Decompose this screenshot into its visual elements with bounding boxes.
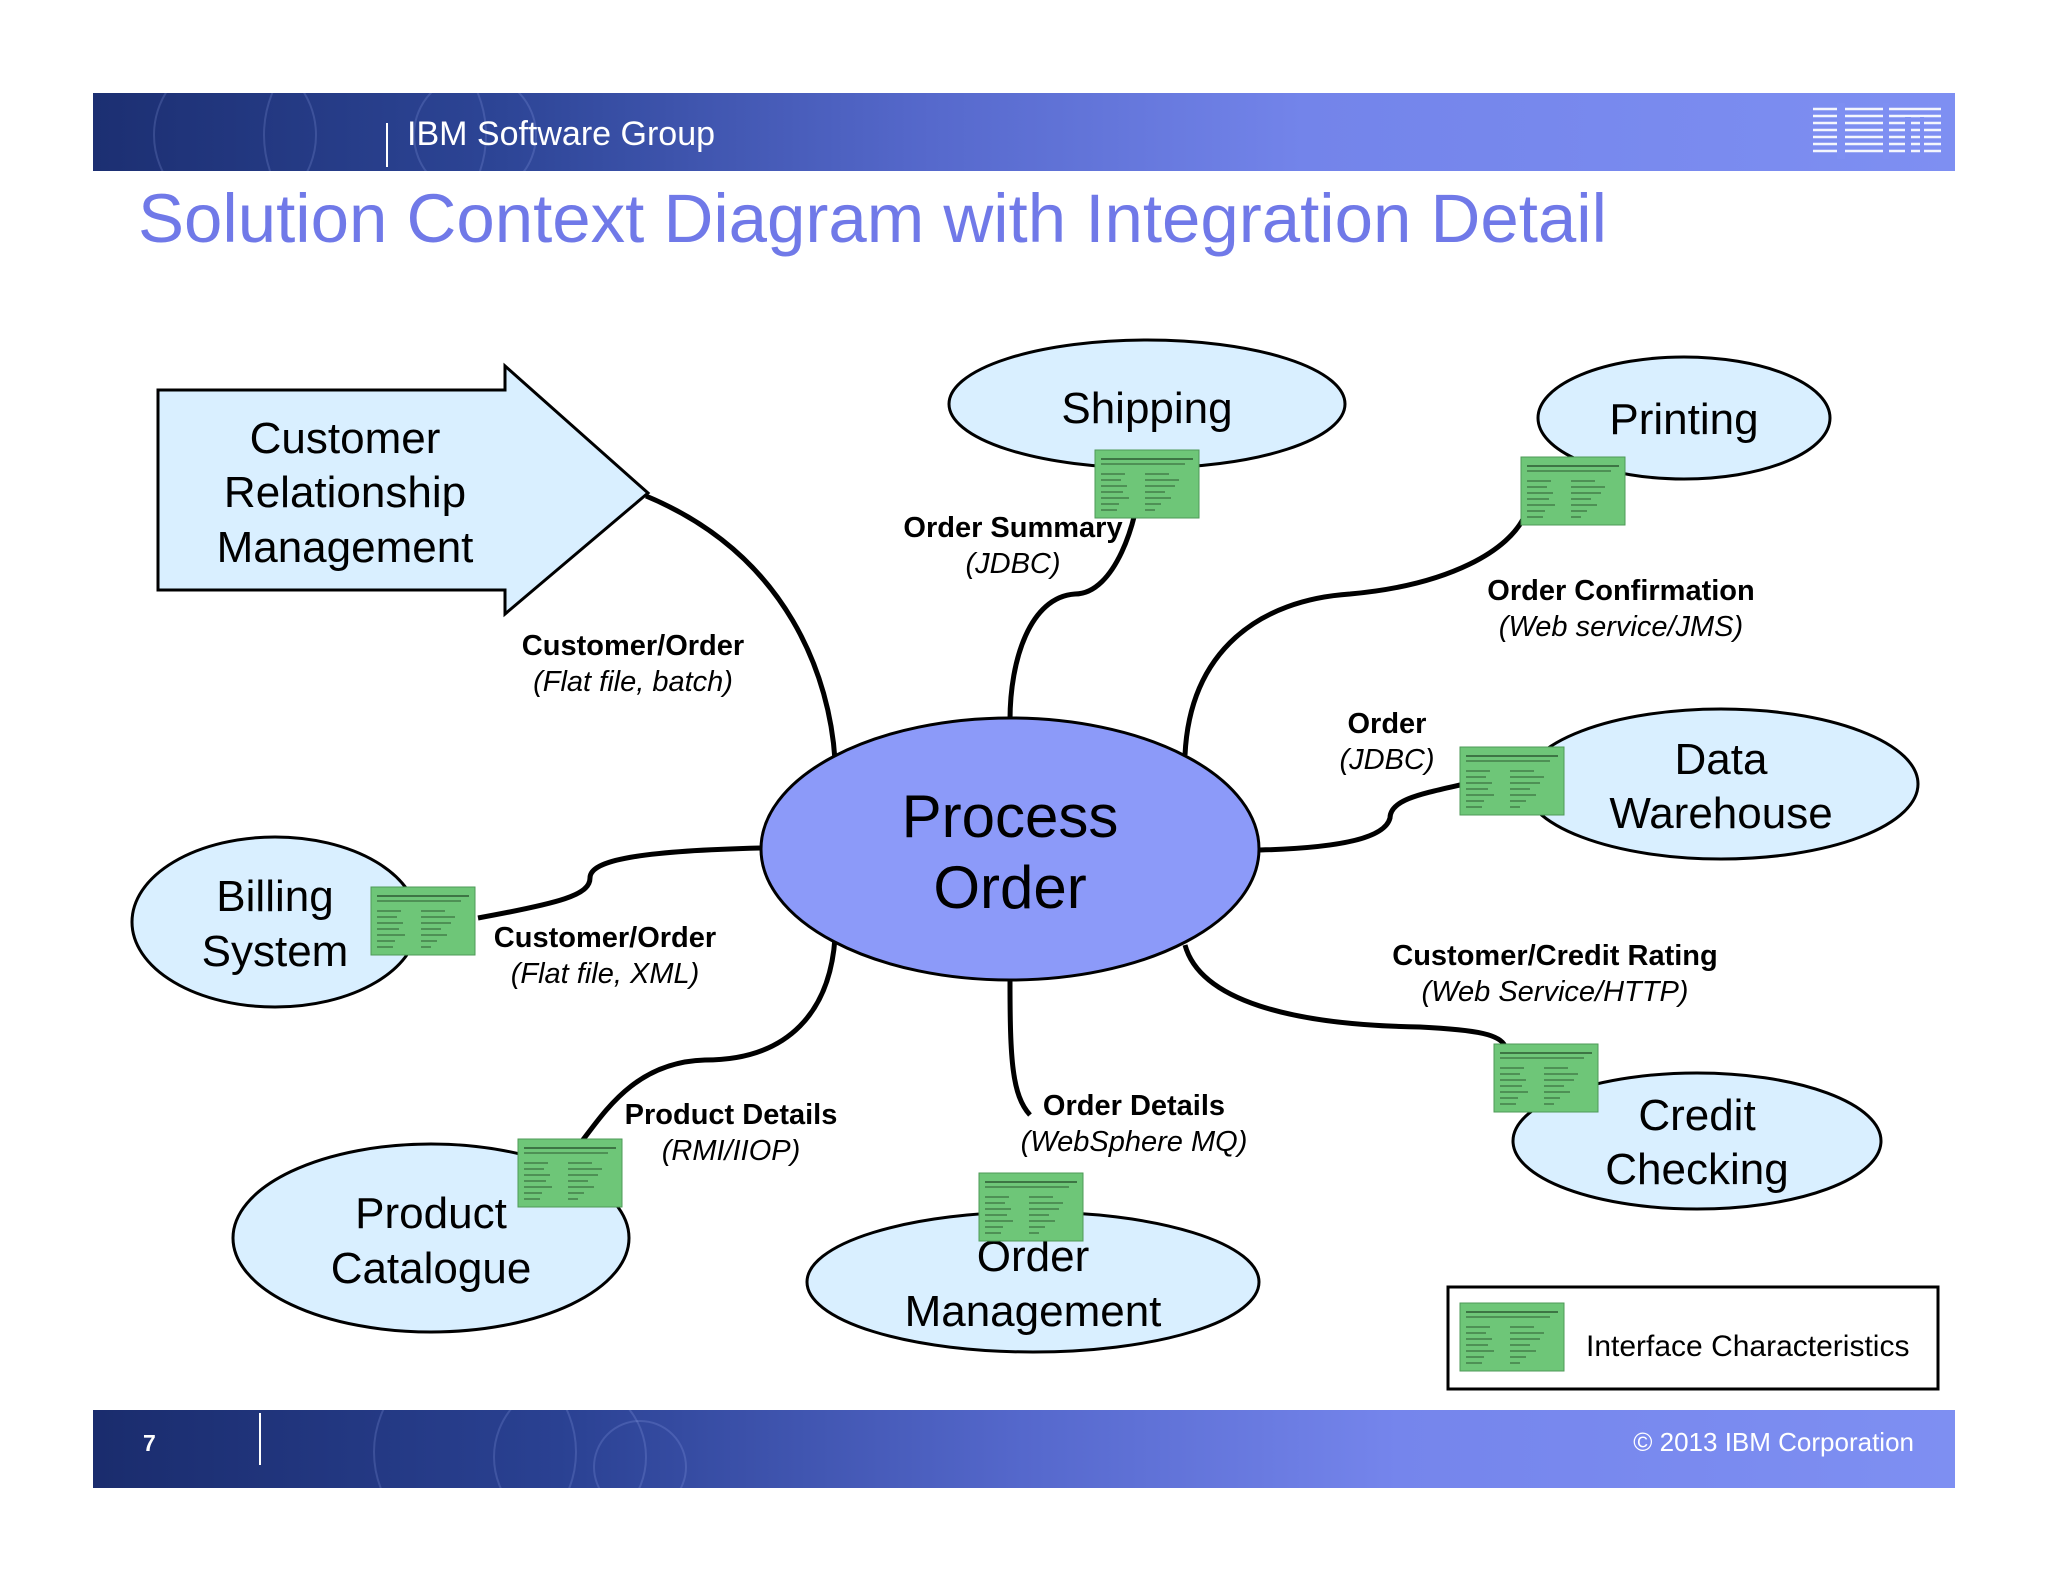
- footer-divider: [259, 1413, 261, 1465]
- node-data-warehouse-line2: Warehouse: [1609, 789, 1832, 838]
- node-printing-label: Printing: [1609, 395, 1758, 444]
- node-process-order: [759, 716, 1261, 982]
- header-divider: [386, 123, 388, 167]
- interface-card-shipping: [1094, 449, 1200, 519]
- connector-crm: [645, 493, 838, 761]
- conn-printing-name: Order Confirmation: [1487, 575, 1754, 607]
- conn-product-name: Product Details: [625, 1099, 838, 1131]
- conn-data-warehouse-protocol: (JDBC): [1339, 744, 1434, 776]
- conn-billing-name: Customer/Order: [494, 922, 716, 954]
- footer-bar: 7 © 2013 IBM Corporation: [93, 1410, 1955, 1488]
- conn-shipping-protocol: (JDBC): [965, 548, 1060, 580]
- crm-label-line2: Relationship: [224, 468, 466, 517]
- crm-arrow: [156, 362, 651, 618]
- node-product-catalogue-line2: Catalogue: [331, 1244, 532, 1293]
- node-shipping-label: Shipping: [1061, 384, 1232, 433]
- connector-data-warehouse: [1259, 782, 1461, 853]
- node-printing: [1536, 355, 1832, 481]
- connector-credit: [1182, 944, 1508, 1048]
- connector-printing: [1182, 513, 1528, 756]
- interface-card-order-mgmt: [978, 1172, 1084, 1242]
- legend-label: Interface Characteristics: [1586, 1330, 1909, 1363]
- interface-card-billing: [370, 886, 476, 956]
- node-credit-checking-line1: Credit: [1638, 1091, 1755, 1140]
- interface-card-product: [517, 1138, 623, 1208]
- conn-billing-protocol: (Flat file, XML): [511, 958, 700, 990]
- conn-shipping-name: Order Summary: [903, 512, 1122, 544]
- conn-crm-protocol: (Flat file, batch): [533, 666, 733, 698]
- center-label-line1: Process: [902, 783, 1119, 850]
- page-title: Solution Context Diagram with Integratio…: [138, 180, 1607, 257]
- copyright: © 2013 IBM Corporation: [1633, 1427, 1914, 1457]
- connector-order-mgmt: [1007, 979, 1032, 1117]
- header-bar: IBM Software Group: [93, 93, 1955, 171]
- center-label-line2: Order: [933, 854, 1086, 921]
- connector-product: [573, 937, 838, 1152]
- node-data-warehouse-line1: Data: [1675, 735, 1768, 784]
- interface-card-printing: [1520, 456, 1626, 526]
- conn-order-mgmt-protocol: (WebSphere MQ): [1021, 1126, 1248, 1158]
- conn-crm-name: Customer/Order: [522, 630, 744, 662]
- header-group-name: IBM Software Group: [407, 115, 716, 153]
- ibm-logo: [1813, 103, 1941, 159]
- node-credit-checking: [1511, 1071, 1883, 1211]
- conn-product-protocol: (RMI/IIOP): [662, 1135, 801, 1167]
- connector-billing: [477, 845, 761, 921]
- conn-data-warehouse-name: Order: [1348, 708, 1427, 740]
- conn-order-mgmt-name: Order Details: [1043, 1090, 1225, 1122]
- node-product-catalogue-line1: Product: [355, 1189, 507, 1238]
- node-order-management-line2: Management: [905, 1287, 1162, 1336]
- conn-credit-protocol: (Web Service/HTTP): [1422, 976, 1689, 1008]
- connector-shipping: [1007, 479, 1143, 721]
- node-billing-line1: Billing: [216, 872, 333, 921]
- legend-interface-card: [1459, 1302, 1565, 1372]
- node-credit-checking-line2: Checking: [1605, 1145, 1788, 1194]
- page-number: 7: [143, 1430, 156, 1456]
- crm-label-line3: Management: [217, 523, 474, 572]
- conn-credit-name: Customer/Credit Rating: [1392, 940, 1717, 972]
- node-billing-line2: System: [202, 927, 349, 976]
- interface-card-data-warehouse: [1459, 746, 1565, 816]
- crm-label-line1: Customer: [250, 414, 441, 463]
- conn-printing-protocol: (Web service/JMS): [1499, 611, 1743, 643]
- interface-card-credit: [1493, 1043, 1599, 1113]
